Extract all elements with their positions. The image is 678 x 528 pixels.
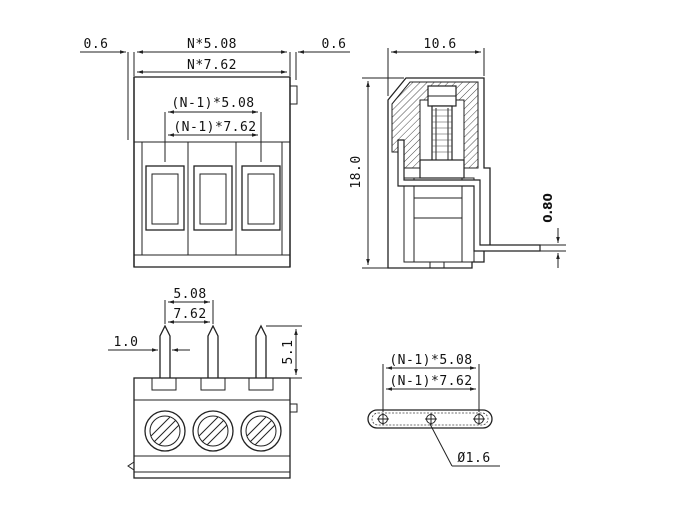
bottom-pin [200, 324, 226, 391]
dim-pin-length: 5.1 [281, 340, 296, 365]
dim-pitch-b: 7.62 [173, 307, 206, 322]
pcb-hole [473, 413, 485, 425]
bottom-screw-head [144, 410, 186, 452]
front-latch-tab [290, 85, 298, 105]
dim-n-762: N*7.62 [187, 58, 237, 73]
bottom-screw-head [240, 410, 282, 452]
front-view: N*5.08 N*7.62 0.6 0.6 (N-1)*5.08 (N-1)*7… [80, 37, 350, 268]
front-wire-entry [145, 165, 185, 231]
dim-pitch-508: (N-1)*5.08 [171, 96, 254, 111]
dim-right-margin: 0.6 [322, 37, 347, 52]
front-wire-entry [193, 165, 233, 231]
pcb-dim-pitch-508: (N-1)*5.08 [389, 353, 472, 368]
pcb-dim-pitch-762: (N-1)*7.62 [389, 374, 472, 389]
dim-n-508: N*5.08 [187, 37, 237, 52]
side-view: 10.6 18.0 0.80 [349, 37, 566, 269]
dim-pin-width: 1.0 [114, 335, 139, 350]
dim-pin-thickness: 0.80 [541, 193, 555, 223]
bottom-view: 5.08 7.62 1.0 5.1 [108, 287, 302, 479]
pcb-hole [377, 413, 389, 425]
dim-pitch-762: (N-1)*7.62 [173, 120, 256, 135]
side-screw [427, 85, 457, 163]
front-wire-entry [241, 165, 281, 231]
dim-height: 18.0 [349, 155, 364, 188]
dim-left-margin: 0.6 [84, 37, 109, 52]
bottom-pin [248, 324, 274, 391]
bottom-pin [151, 324, 177, 391]
pcb-layout: (N-1)*5.08 (N-1)*7.62 Ø1.6 [367, 353, 500, 467]
dim-pitch-a: 5.08 [173, 287, 206, 302]
pcb-dim-hole: Ø1.6 [457, 451, 490, 466]
pcb-hole [425, 413, 437, 425]
dim-depth: 10.6 [423, 37, 456, 52]
bottom-screw-head [192, 410, 234, 452]
bottom-body-outline [133, 377, 291, 479]
pcb-pad-strip [367, 409, 493, 429]
